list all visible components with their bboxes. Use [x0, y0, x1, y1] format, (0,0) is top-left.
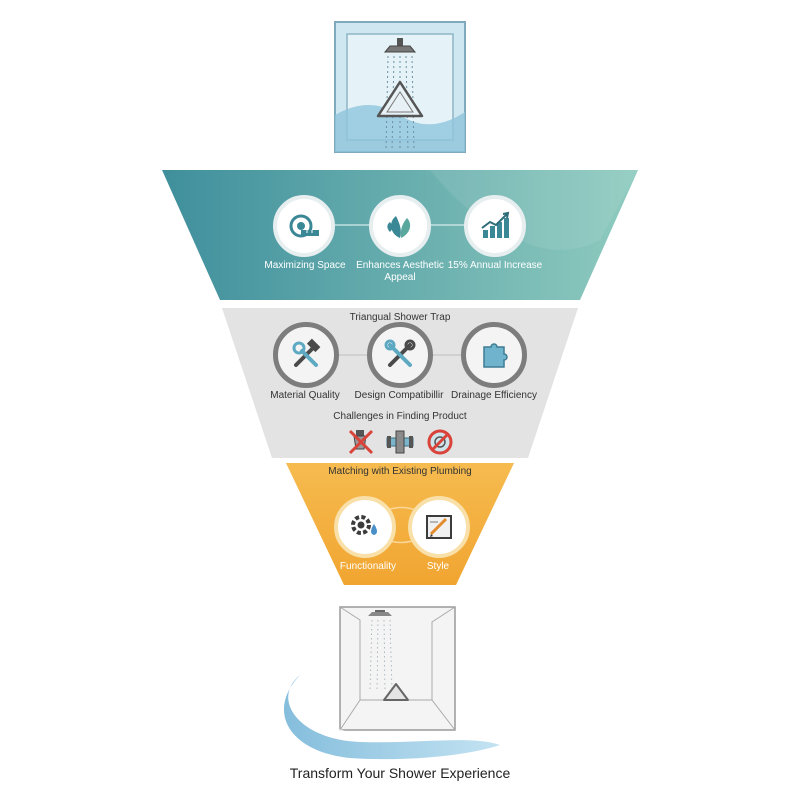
gear-droplet-icon — [334, 496, 396, 558]
tier-1-label-maximizing-space: Maximizing Space — [264, 260, 346, 271]
footer-tagline: Transform Your Shower Experience — [289, 765, 511, 781]
water-wave — [284, 675, 500, 760]
shower-panel-illustration — [334, 21, 466, 153]
tier-2-subtitle: Challenges in Finding Product — [333, 411, 467, 422]
crossed-out-drain-icon — [346, 427, 376, 457]
tier-1-label-aesthetic-appeal: Enhances Aesthetic Appeal — [356, 260, 444, 283]
measuring-tape-icon — [273, 195, 335, 257]
tier-1-label-annual-increase: 15% Annual Increase — [447, 260, 543, 271]
tier-3-title: Matching with Existing Plumbing — [328, 466, 472, 477]
shower-stall-illustration — [339, 606, 456, 731]
leaves-icon — [369, 195, 431, 257]
puzzle-piece-icon — [461, 322, 527, 388]
crossed-tools-icon — [367, 322, 433, 388]
hammer-wrench-icon — [273, 322, 339, 388]
tier-2-label-material-quality: Material Quality — [270, 390, 340, 401]
tier-2-title: Triangual Shower Trap — [349, 312, 451, 323]
design-pen-icon — [408, 496, 470, 558]
tier-2-label-design-compatibility: Design Compatibillir — [354, 390, 444, 401]
tier-3-label-functionality: Functionality — [339, 561, 397, 572]
tier-3-band — [286, 463, 514, 585]
tier-3-label-style: Style — [426, 561, 450, 572]
prohibited-drain-icon — [425, 427, 455, 457]
tier-2-label-drainage-efficiency: Drainage Efficiency — [451, 390, 537, 401]
pipe-fitting-icon — [385, 427, 415, 457]
growth-chart-icon — [464, 195, 526, 257]
